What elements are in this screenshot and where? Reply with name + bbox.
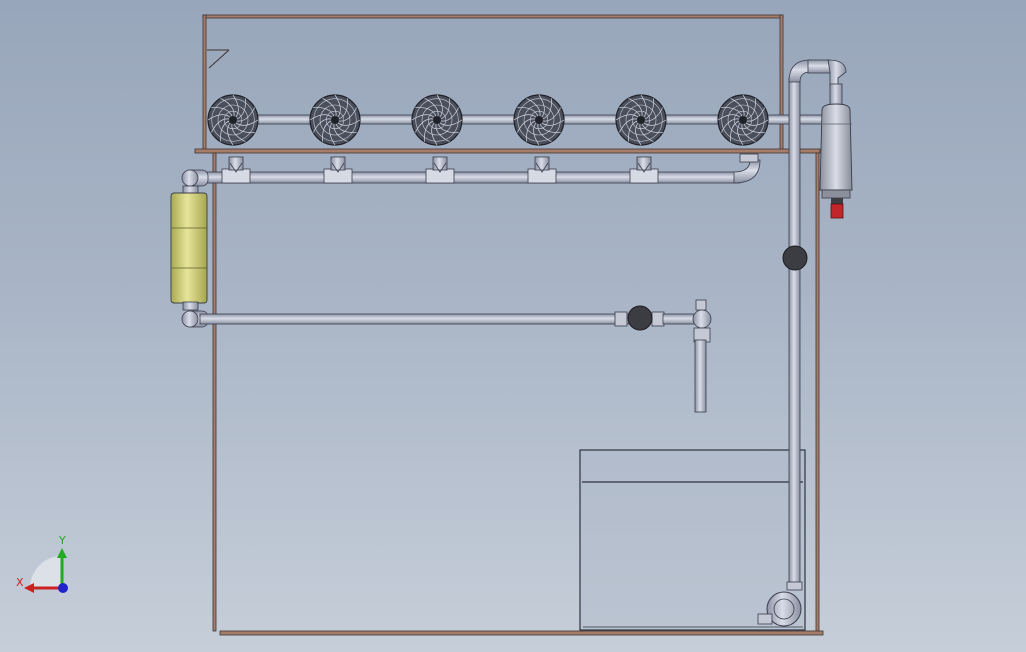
fan-unit[interactable]	[717, 94, 769, 146]
fan-unit[interactable]	[309, 94, 361, 146]
fan-unit[interactable]	[207, 94, 259, 146]
middle-shelf	[194, 148, 821, 154]
tee-fittings	[221, 156, 659, 184]
tee-fitting	[629, 156, 659, 184]
canister-filter[interactable]	[819, 83, 853, 219]
coordinate-triad: Y X	[16, 534, 68, 593]
upper-frame	[202, 14, 784, 151]
fan-unit[interactable]	[411, 94, 463, 146]
tee-fitting	[425, 156, 455, 184]
z-axis-indicator	[58, 583, 68, 593]
tee-fitting	[323, 156, 353, 184]
fan-row	[207, 94, 769, 146]
red-fitting	[830, 203, 844, 219]
tee-fitting	[527, 156, 557, 184]
vertical-riser[interactable]	[786, 59, 847, 591]
lower-frame	[212, 152, 824, 636]
yellow-filter-cartridge[interactable]	[170, 185, 208, 311]
fan-unit[interactable]	[513, 94, 565, 146]
x-axis-label: X	[16, 576, 24, 589]
distribution-manifold[interactable]	[181, 153, 761, 187]
circulation-pump[interactable]	[757, 591, 802, 627]
riser-ball-valve[interactable]	[782, 245, 808, 271]
water-tank[interactable]	[579, 449, 806, 631]
return-ball-valve[interactable]	[627, 305, 653, 331]
fan-unit[interactable]	[615, 94, 667, 146]
tee-fitting	[221, 156, 251, 184]
y-axis-label: Y	[58, 534, 66, 547]
